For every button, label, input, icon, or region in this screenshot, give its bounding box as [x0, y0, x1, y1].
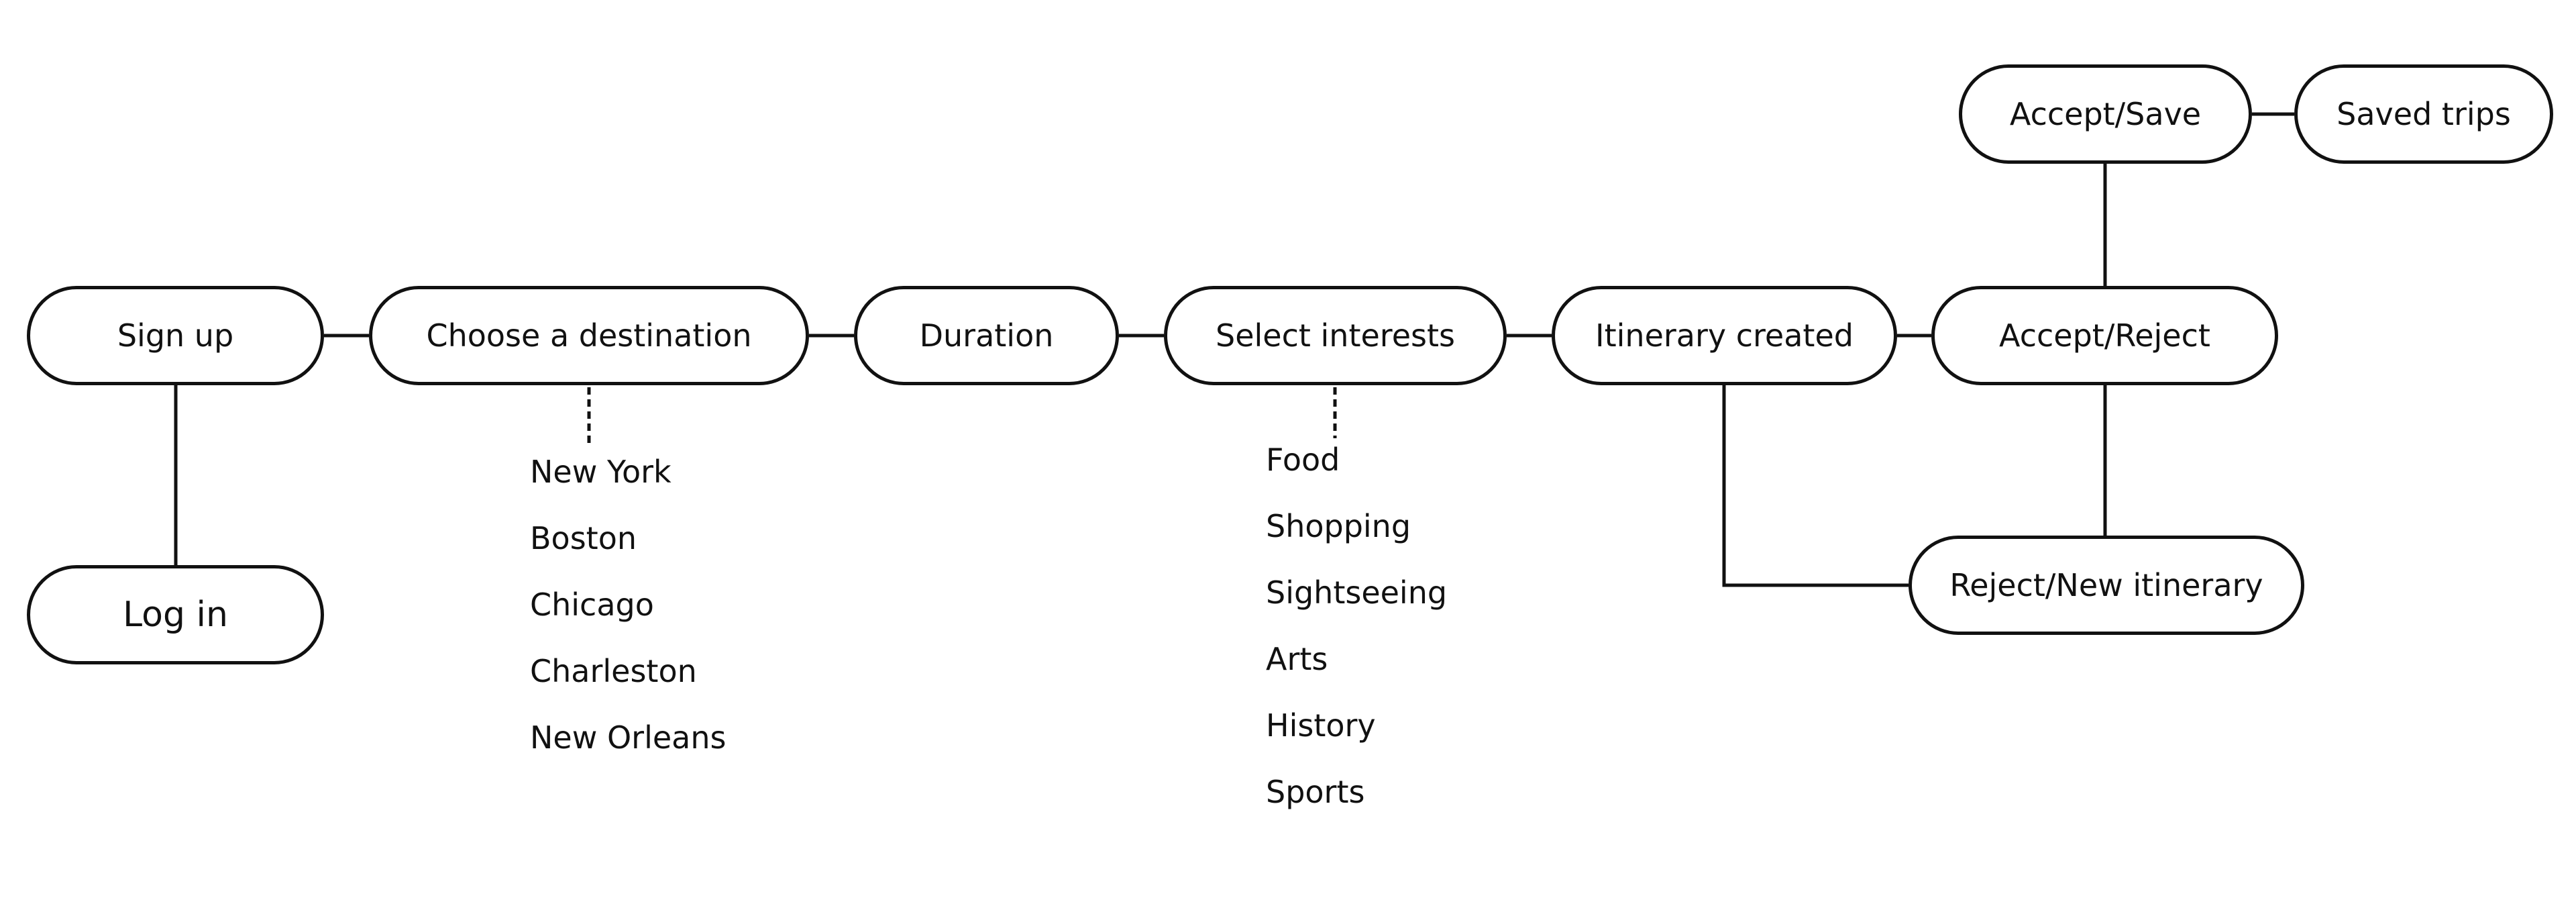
- accept-reject-node[interactable]: Accept/Reject: [1931, 286, 2278, 385]
- destination-option: Charleston: [530, 653, 697, 689]
- interest-option: Arts: [1266, 641, 1328, 677]
- login-node[interactable]: Log in: [27, 565, 324, 664]
- connector-itinerary-rejectnew: [1722, 385, 1909, 587]
- itinerary-node[interactable]: Itinerary created: [1552, 286, 1897, 385]
- accept-save-node[interactable]: Accept/Save: [1959, 64, 2252, 164]
- destination-node[interactable]: Choose a destination: [369, 286, 809, 385]
- interest-option: Shopping: [1266, 508, 1411, 544]
- interest-option: Sports: [1266, 774, 1365, 810]
- destination-option: Chicago: [530, 587, 654, 623]
- duration-node[interactable]: Duration: [854, 286, 1119, 385]
- destination-option: New York: [530, 454, 672, 490]
- destination-option: Boston: [530, 520, 637, 556]
- saved-trips-node[interactable]: Saved trips: [2294, 64, 2553, 164]
- reject-new-node[interactable]: Reject/New itinerary: [1909, 536, 2304, 635]
- signup-node[interactable]: Sign up: [27, 286, 324, 385]
- interest-option: History: [1266, 707, 1376, 744]
- destination-option: New Orleans: [530, 719, 727, 756]
- interests-node[interactable]: Select interests: [1164, 286, 1507, 385]
- interest-option: Food: [1266, 442, 1340, 478]
- interest-option: Sightseeing: [1266, 574, 1448, 611]
